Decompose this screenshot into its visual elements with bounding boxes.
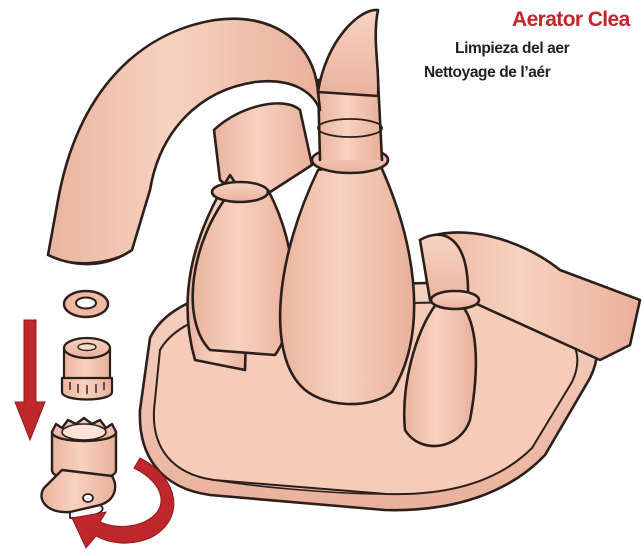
aerator-cartridge	[62, 338, 112, 400]
subtitle-french: Nettoyage de l’aér	[424, 64, 550, 82]
washer-ring	[64, 291, 108, 317]
subtitle-spanish: Limpieza del aer	[455, 40, 569, 58]
section-title: Aerator Clea	[512, 8, 630, 32]
faucet-illustration	[48, 10, 640, 510]
down-arrow	[15, 320, 45, 440]
aerator-key-tool	[42, 418, 116, 518]
